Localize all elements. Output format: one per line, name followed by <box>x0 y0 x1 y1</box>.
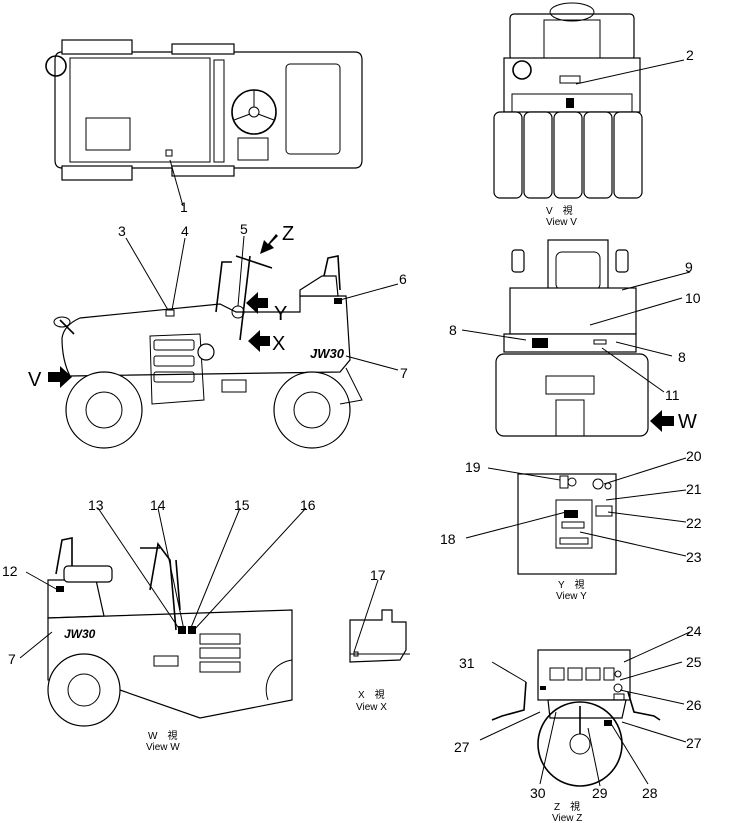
callout-16: 16 <box>300 497 316 513</box>
callout-27-right: 27 <box>686 735 702 751</box>
arrow-w-label: W <box>678 411 697 433</box>
callout-31: 31 <box>459 655 475 671</box>
callout-14: 14 <box>150 497 166 513</box>
arrow-z-icon <box>260 234 278 254</box>
callout-20: 20 <box>686 448 702 464</box>
callout-26: 26 <box>686 697 702 713</box>
callout-8-left: 8 <box>449 322 457 338</box>
callout-30: 30 <box>530 785 546 801</box>
view-z-caption: View Z <box>552 813 582 823</box>
callout-17: 17 <box>370 567 386 583</box>
callout-22: 22 <box>686 515 702 531</box>
callout-23: 23 <box>686 549 702 565</box>
view-y-caption: View Y <box>556 591 587 602</box>
machine-label-view-w: JW30 <box>64 627 96 641</box>
callout-7-side: 7 <box>400 365 408 381</box>
leader-lines <box>19 59 691 787</box>
view-z-drawing <box>491 649 661 787</box>
view-v-caption: View V <box>546 217 577 228</box>
arrow-v-label: V <box>28 369 42 391</box>
callout-19: 19 <box>465 459 481 475</box>
callout-28: 28 <box>642 785 658 801</box>
view-w-lower-drawing <box>47 537 293 727</box>
top-view <box>45 39 363 181</box>
callout-1: 1 <box>180 199 188 215</box>
view-w-caption-jp: W 視 <box>148 729 177 742</box>
callout-13: 13 <box>88 497 104 513</box>
arrow-x-icon <box>248 330 270 352</box>
callout-12: 12 <box>2 563 18 579</box>
callout-24: 24 <box>686 623 702 639</box>
view-v-drawing <box>493 2 643 199</box>
view-z-caption-jp: Z 視 <box>554 800 580 813</box>
callout-3: 3 <box>118 223 126 239</box>
callout-8-right: 8 <box>678 349 686 365</box>
callout-25: 25 <box>686 654 702 670</box>
callout-29: 29 <box>592 785 608 801</box>
callout-2: 2 <box>686 47 694 63</box>
arrow-y-label: Y <box>274 303 287 325</box>
callout-9: 9 <box>685 259 693 275</box>
arrow-v-icon <box>48 366 72 388</box>
callout-21: 21 <box>686 481 702 497</box>
callout-5: 5 <box>240 221 248 237</box>
arrow-z-label: Z <box>282 223 294 245</box>
view-y-drawing <box>517 473 617 575</box>
view-arrows <box>48 234 674 432</box>
labels: 1 2 3 4 5 6 7 7 8 8 9 10 11 12 13 14 15 … <box>2 47 702 823</box>
callout-6: 6 <box>399 271 407 287</box>
side-view <box>53 255 363 449</box>
callout-10: 10 <box>685 290 701 306</box>
callout-11: 11 <box>665 387 680 403</box>
view-y-caption-jp: Y 視 <box>558 578 585 591</box>
arrow-x-label: X <box>272 333 285 355</box>
machine-label-side: JW30 <box>310 346 345 361</box>
callout-15: 15 <box>234 497 250 513</box>
view-v-caption-jp: V 視 <box>546 204 573 217</box>
arrow-y-icon <box>246 292 268 314</box>
callout-27-left: 27 <box>454 739 470 755</box>
callout-18: 18 <box>440 531 456 547</box>
view-x-caption: View X <box>356 702 387 713</box>
view-w-caption: View W <box>146 742 180 753</box>
view-x-caption-jp: X 視 <box>358 688 385 701</box>
view-w-drawing <box>495 239 649 437</box>
callout-4: 4 <box>181 223 189 239</box>
arrow-w-icon <box>650 410 674 432</box>
callout-7-view-w: 7 <box>8 651 16 667</box>
